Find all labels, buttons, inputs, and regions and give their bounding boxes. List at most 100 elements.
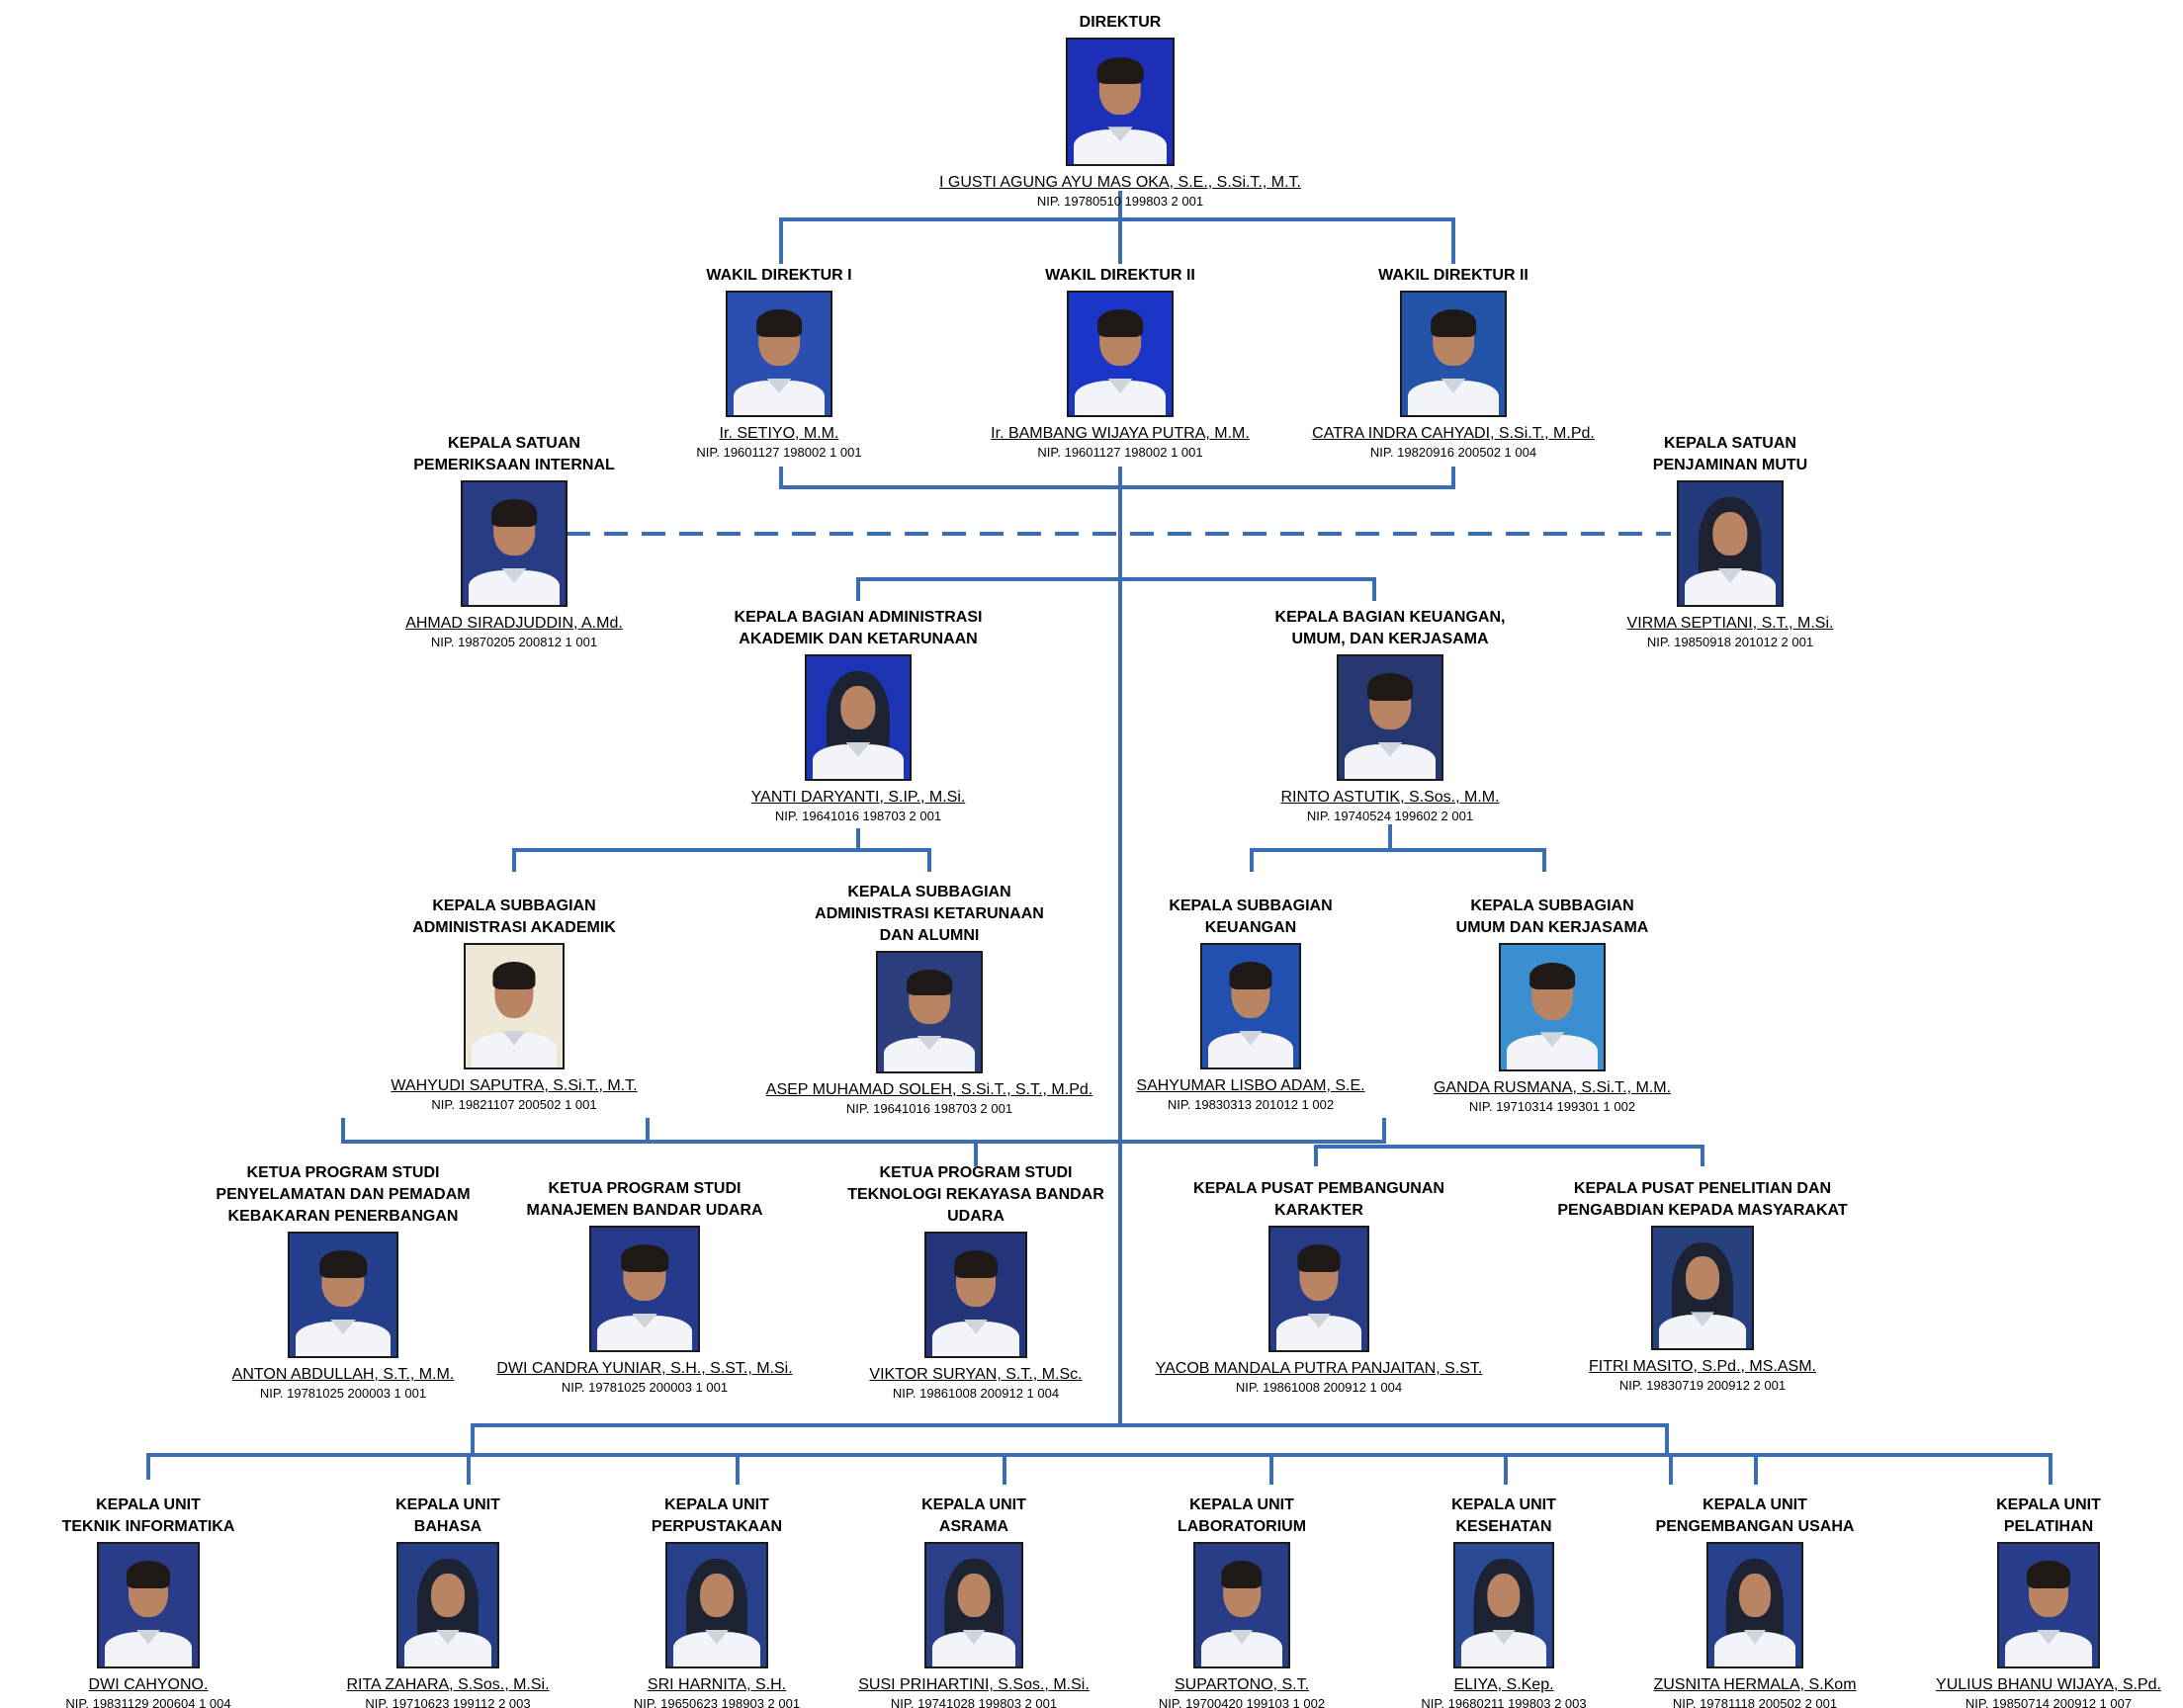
- person-nip: NIP. 19781025 200003 1 001: [561, 1380, 729, 1395]
- person-name: SRI HARNITA, S.H.: [647, 1676, 787, 1693]
- person-nip: NIP. 19781118 200502 2 001: [1672, 1696, 1838, 1708]
- position-title: KEPALA SUBBAGIAN ADMINISTRASI KETARUNAAN…: [815, 884, 1044, 944]
- person-name: SAHYUMAR LISBO ADAM, S.E.: [1136, 1077, 1365, 1094]
- person-photo: [1677, 480, 1784, 607]
- person-nip: NIP. 19780510 199803 2 001: [1036, 194, 1204, 209]
- position-title: KEPALA UNIT PERPUSTAKAAN: [651, 1496, 783, 1535]
- org-node: KEPALA SATUAN PEMERIKSAAN INTERNAL AHMAD …: [297, 433, 732, 650]
- org-node: WAKIL DIREKTUR II CATRA INDRA CAHYADI, S.…: [1236, 265, 1671, 461]
- person-nip: NIP. 19781025 200003 1 001: [259, 1386, 427, 1401]
- position-title: KEPALA PUSAT PEMBANGUNAN KARAKTER: [1193, 1180, 1444, 1219]
- org-node: KEPALA BAGIAN KEUANGAN, UMUM, DAN KERJAS…: [1173, 607, 1608, 824]
- position-title: KEPALA SUBBAGIAN KEUANGAN: [1169, 897, 1333, 936]
- person-name: Ir. BAMBANG WIJAYA PUTRA, M.M.: [991, 425, 1250, 442]
- person-photo: [461, 480, 568, 607]
- person-name: YANTI DARYANTI, S.IP., M.Si.: [750, 789, 966, 806]
- org-node: KEPALA PUSAT PEMBANGUNAN KARAKTER YACOB M…: [1101, 1178, 1536, 1396]
- person-name: CATRA INDRA CAHYADI, S.Si.T., M.Pd.: [1312, 425, 1595, 442]
- org-node: KEPALA SUBBAGIAN ADMINISTRASI KETARUNAAN…: [712, 882, 1147, 1117]
- org-node: KETUA PROGRAM STUDI TEKNOLOGI REKAYASA B…: [758, 1162, 1193, 1402]
- person-photo: [1499, 943, 1606, 1071]
- person-nip: NIP. 19820916 200502 1 004: [1369, 445, 1537, 460]
- person-photo: [1400, 291, 1507, 417]
- person-name: ANTON ABDULLAH, S.T., M.M.: [231, 1366, 455, 1383]
- org-node: KEPALA UNIT TEKNIK INFORMATIKA DWI CAHYON…: [0, 1494, 366, 1708]
- person-photo: [1067, 291, 1174, 417]
- person-photo: [665, 1542, 768, 1668]
- position-title: KEPALA UNIT PELATIHAN: [1996, 1496, 2101, 1535]
- person-photo: [1066, 38, 1175, 166]
- person-nip: NIP. 19870205 200812 1 001: [430, 635, 598, 649]
- position-title: KEPALA SUBBAGIAN UMUM DAN KERJASAMA: [1455, 897, 1649, 936]
- person-photo: [1193, 1542, 1290, 1668]
- person-name: ELIYA, S.Kep.: [1453, 1676, 1554, 1693]
- person-name: FITRI MASITO, S.Pd., MS.ASM.: [1589, 1358, 1816, 1375]
- org-node: KEPALA UNIT BAHASA RITA ZAHARA, S.Sos., M…: [230, 1494, 665, 1708]
- person-nip: NIP. 19830719 200912 2 001: [1618, 1378, 1787, 1393]
- org-node: KEPALA BAGIAN ADMINISTRASI AKADEMIK DAN …: [641, 607, 1076, 824]
- person-name: YACOB MANDALA PUTRA PANJAITAN, S.ST.: [1155, 1360, 1483, 1377]
- position-title: WAKIL DIREKTUR I: [706, 267, 852, 284]
- position-title: KEPALA SUBBAGIAN ADMINISTRASI AKADEMIK: [412, 897, 616, 936]
- position-title: KEPALA UNIT KESEHATAN: [1451, 1496, 1556, 1535]
- org-node: KEPALA UNIT PELATIHAN YULIUS BHANU WIJAYA…: [1831, 1494, 2183, 1708]
- person-photo: [1651, 1226, 1754, 1350]
- org-node: WAKIL DIREKTUR II Ir. BAMBANG WIJAYA PUTR…: [903, 265, 1338, 461]
- person-nip: NIP. 19850918 201012 2 001: [1646, 635, 1814, 649]
- person-name: DWI CAHYONO.: [88, 1676, 209, 1693]
- person-photo: [1268, 1226, 1369, 1352]
- person-name: VIRMA SEPTIANI, S.T., M.Si.: [1626, 615, 1834, 632]
- person-nip: NIP. 19700420 199103 1 002: [1158, 1696, 1326, 1708]
- person-photo: [396, 1542, 499, 1668]
- person-photo: [97, 1542, 200, 1668]
- person-name: SUSI PRIHARTINI, S.Sos., M.Si.: [858, 1676, 1090, 1693]
- person-nip: NIP. 19710623 199112 2 003: [365, 1696, 531, 1708]
- person-nip: NIP. 19601127 198002 1 001: [696, 445, 862, 460]
- org-node: KETUA PROGRAM STUDI MANAJEMEN BANDAR UDA…: [427, 1178, 862, 1396]
- person-nip: NIP. 19710314 199301 1 002: [1468, 1099, 1636, 1114]
- person-name: GANDA RUSMANA, S.Si.T., M.M.: [1433, 1079, 1672, 1096]
- position-title: KEPALA PUSAT PENELITIAN DAN PENGABDIAN K…: [1557, 1180, 1848, 1219]
- org-node: KEPALA SUBBAGIAN KEUANGAN SAHYUMAR LISBO …: [1033, 896, 1468, 1113]
- person-name: I GUSTI AGUNG AYU MAS OKA, S.E., S.Si.T.…: [939, 174, 1301, 191]
- person-photo: [589, 1226, 700, 1352]
- org-node: KEPALA SATUAN PENJAMINAN MUTU VIRMA SEPTI…: [1513, 433, 1948, 650]
- person-name: ASEP MUHAMAD SOLEH, S.Si.T., S.T., M.Pd.: [765, 1081, 1093, 1098]
- position-title: KEPALA UNIT BAHASA: [395, 1496, 500, 1535]
- person-name: YULIUS BHANU WIJAYA, S.Pd.: [1936, 1676, 2161, 1693]
- org-node: KEPALA SUBBAGIAN UMUM DAN KERJASAMA GANDA…: [1335, 896, 1770, 1115]
- person-name: VIKTOR SURYAN, S.T., M.Sc.: [869, 1366, 1083, 1383]
- person-photo: [924, 1542, 1023, 1668]
- person-nip: NIP. 19831129 200604 1 004: [65, 1696, 231, 1708]
- position-title: KEPALA UNIT PENGEMBANGAN USAHA: [1655, 1496, 1855, 1535]
- person-photo: [288, 1232, 398, 1358]
- person-nip: NIP. 19850714 200912 1 007: [1965, 1696, 2133, 1708]
- position-title: KEPALA UNIT ASRAMA: [921, 1496, 1026, 1535]
- person-photo: [1997, 1542, 2100, 1668]
- person-photo: [924, 1232, 1027, 1358]
- person-nip: NIP. 19641016 198703 2 001: [774, 809, 942, 823]
- person-name: RINTO ASTUTIK, S.Sos., M.M.: [1280, 789, 1500, 806]
- position-title: KEPALA BAGIAN KEUANGAN, UMUM, DAN KERJAS…: [1274, 609, 1506, 647]
- person-name: RITA ZAHARA, S.Sos., M.Si.: [346, 1676, 550, 1693]
- person-photo: [1706, 1542, 1803, 1668]
- person-nip: NIP. 19861008 200912 1 004: [892, 1386, 1060, 1401]
- position-title: KETUA PROGRAM STUDI MANAJEMEN BANDAR UDA…: [526, 1180, 763, 1219]
- position-title: WAKIL DIREKTUR II: [1045, 267, 1195, 284]
- person-name: SUPARTONO, S.T.: [1174, 1676, 1310, 1693]
- position-title: KEPALA UNIT TEKNIK INFORMATIKA: [61, 1496, 235, 1535]
- position-title: WAKIL DIREKTUR II: [1378, 267, 1528, 284]
- position-title: KEPALA SATUAN PENJAMINAN MUTU: [1652, 435, 1808, 473]
- person-name: Ir. SETIYO, M.M.: [719, 425, 839, 442]
- person-name: AHMAD SIRADJUDDIN, A.Md.: [405, 615, 623, 632]
- position-title: KEPALA SATUAN PEMERIKSAAN INTERNAL: [413, 435, 615, 473]
- person-nip: NIP. 19821107 200502 1 001: [431, 1097, 597, 1112]
- position-title: KETUA PROGRAM STUDI TEKNOLOGI REKAYASA B…: [847, 1164, 1104, 1225]
- person-nip: NIP. 19830313 201012 1 002: [1167, 1097, 1335, 1112]
